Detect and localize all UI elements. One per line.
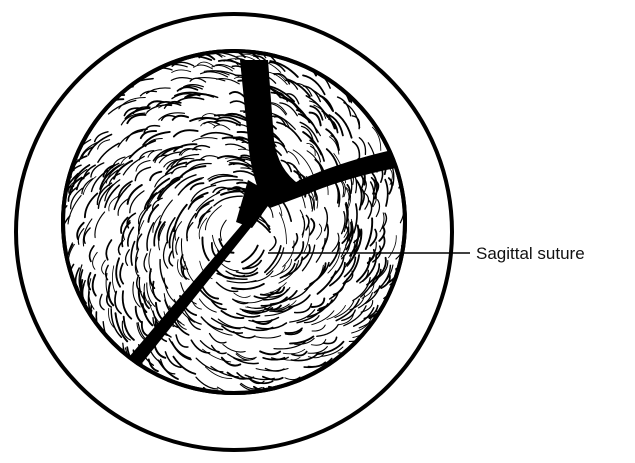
sagittal-suture-label: Sagittal suture	[476, 244, 585, 264]
